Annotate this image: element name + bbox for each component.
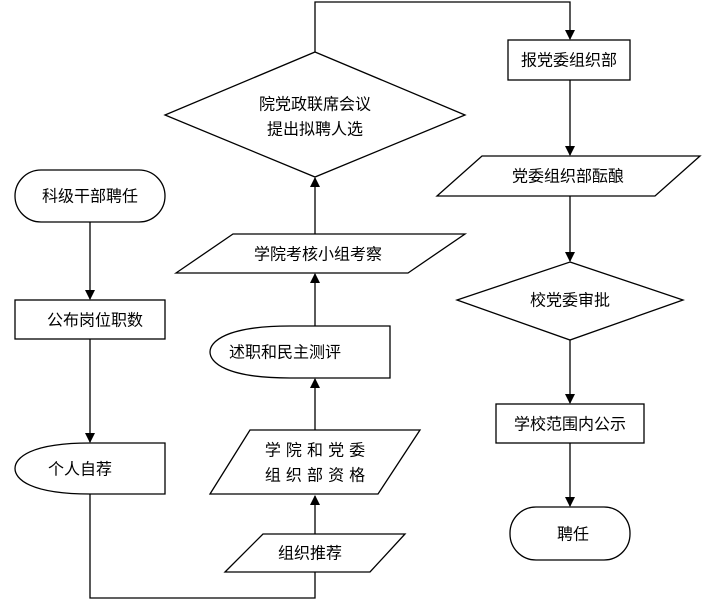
connectors (85, 1, 575, 599)
node-publish-label: 公布岗位职数 (47, 311, 143, 330)
node-end-label: 聘任 (557, 525, 589, 544)
node-org-recommend: 组织推荐 (223, 533, 407, 573)
node-org-recommend-label: 组织推荐 (278, 544, 342, 563)
node-joint-meeting-label-1: 院党政联席会议 (259, 95, 371, 114)
node-self-recommend-label: 个人自荐 (48, 460, 112, 479)
node-report-evaluation: 述职和民主测评 (209, 325, 391, 379)
node-report-to-dept: 报党委组织部 (507, 39, 631, 81)
node-report-evaluation-label: 述职和民主测评 (229, 343, 341, 362)
node-inspection-label: 学院考核小组考察 (254, 245, 382, 264)
node-deliberation-label: 党委组织部酝酿 (512, 167, 624, 186)
node-qualification-label-1: 学 院 和 党 委 (265, 441, 365, 460)
node-qualification: 学 院 和 党 委 组 织 部 资 格 (208, 429, 422, 495)
node-joint-meeting: 院党政联席会议 提出拟聘人选 (163, 51, 467, 178)
node-deliberation: 党委组织部酝酿 (435, 155, 702, 197)
node-self-recommend: 个人自荐 (14, 442, 166, 495)
node-joint-meeting-label-2: 提出拟聘人选 (267, 120, 363, 139)
node-publish: 公布岗位职数 (14, 299, 166, 340)
node-approval-label: 校党委审批 (530, 291, 610, 310)
node-start: 科级干部聘任 (14, 169, 166, 223)
node-report-to-dept-label: 报党委组织部 (521, 51, 617, 70)
node-approval: 校党委审批 (455, 261, 685, 341)
node-publicity-label: 学校范围内公示 (514, 415, 626, 434)
node-end: 聘任 (509, 506, 631, 561)
arrow-meeting-to-report (314, 1, 575, 52)
node-qualification-label-2: 组 织 部 资 格 (265, 466, 365, 485)
node-inspection: 学院考核小组考察 (173, 233, 468, 274)
node-publicity: 学校范围内公示 (495, 403, 645, 444)
node-start-label: 科级干部聘任 (42, 187, 138, 206)
